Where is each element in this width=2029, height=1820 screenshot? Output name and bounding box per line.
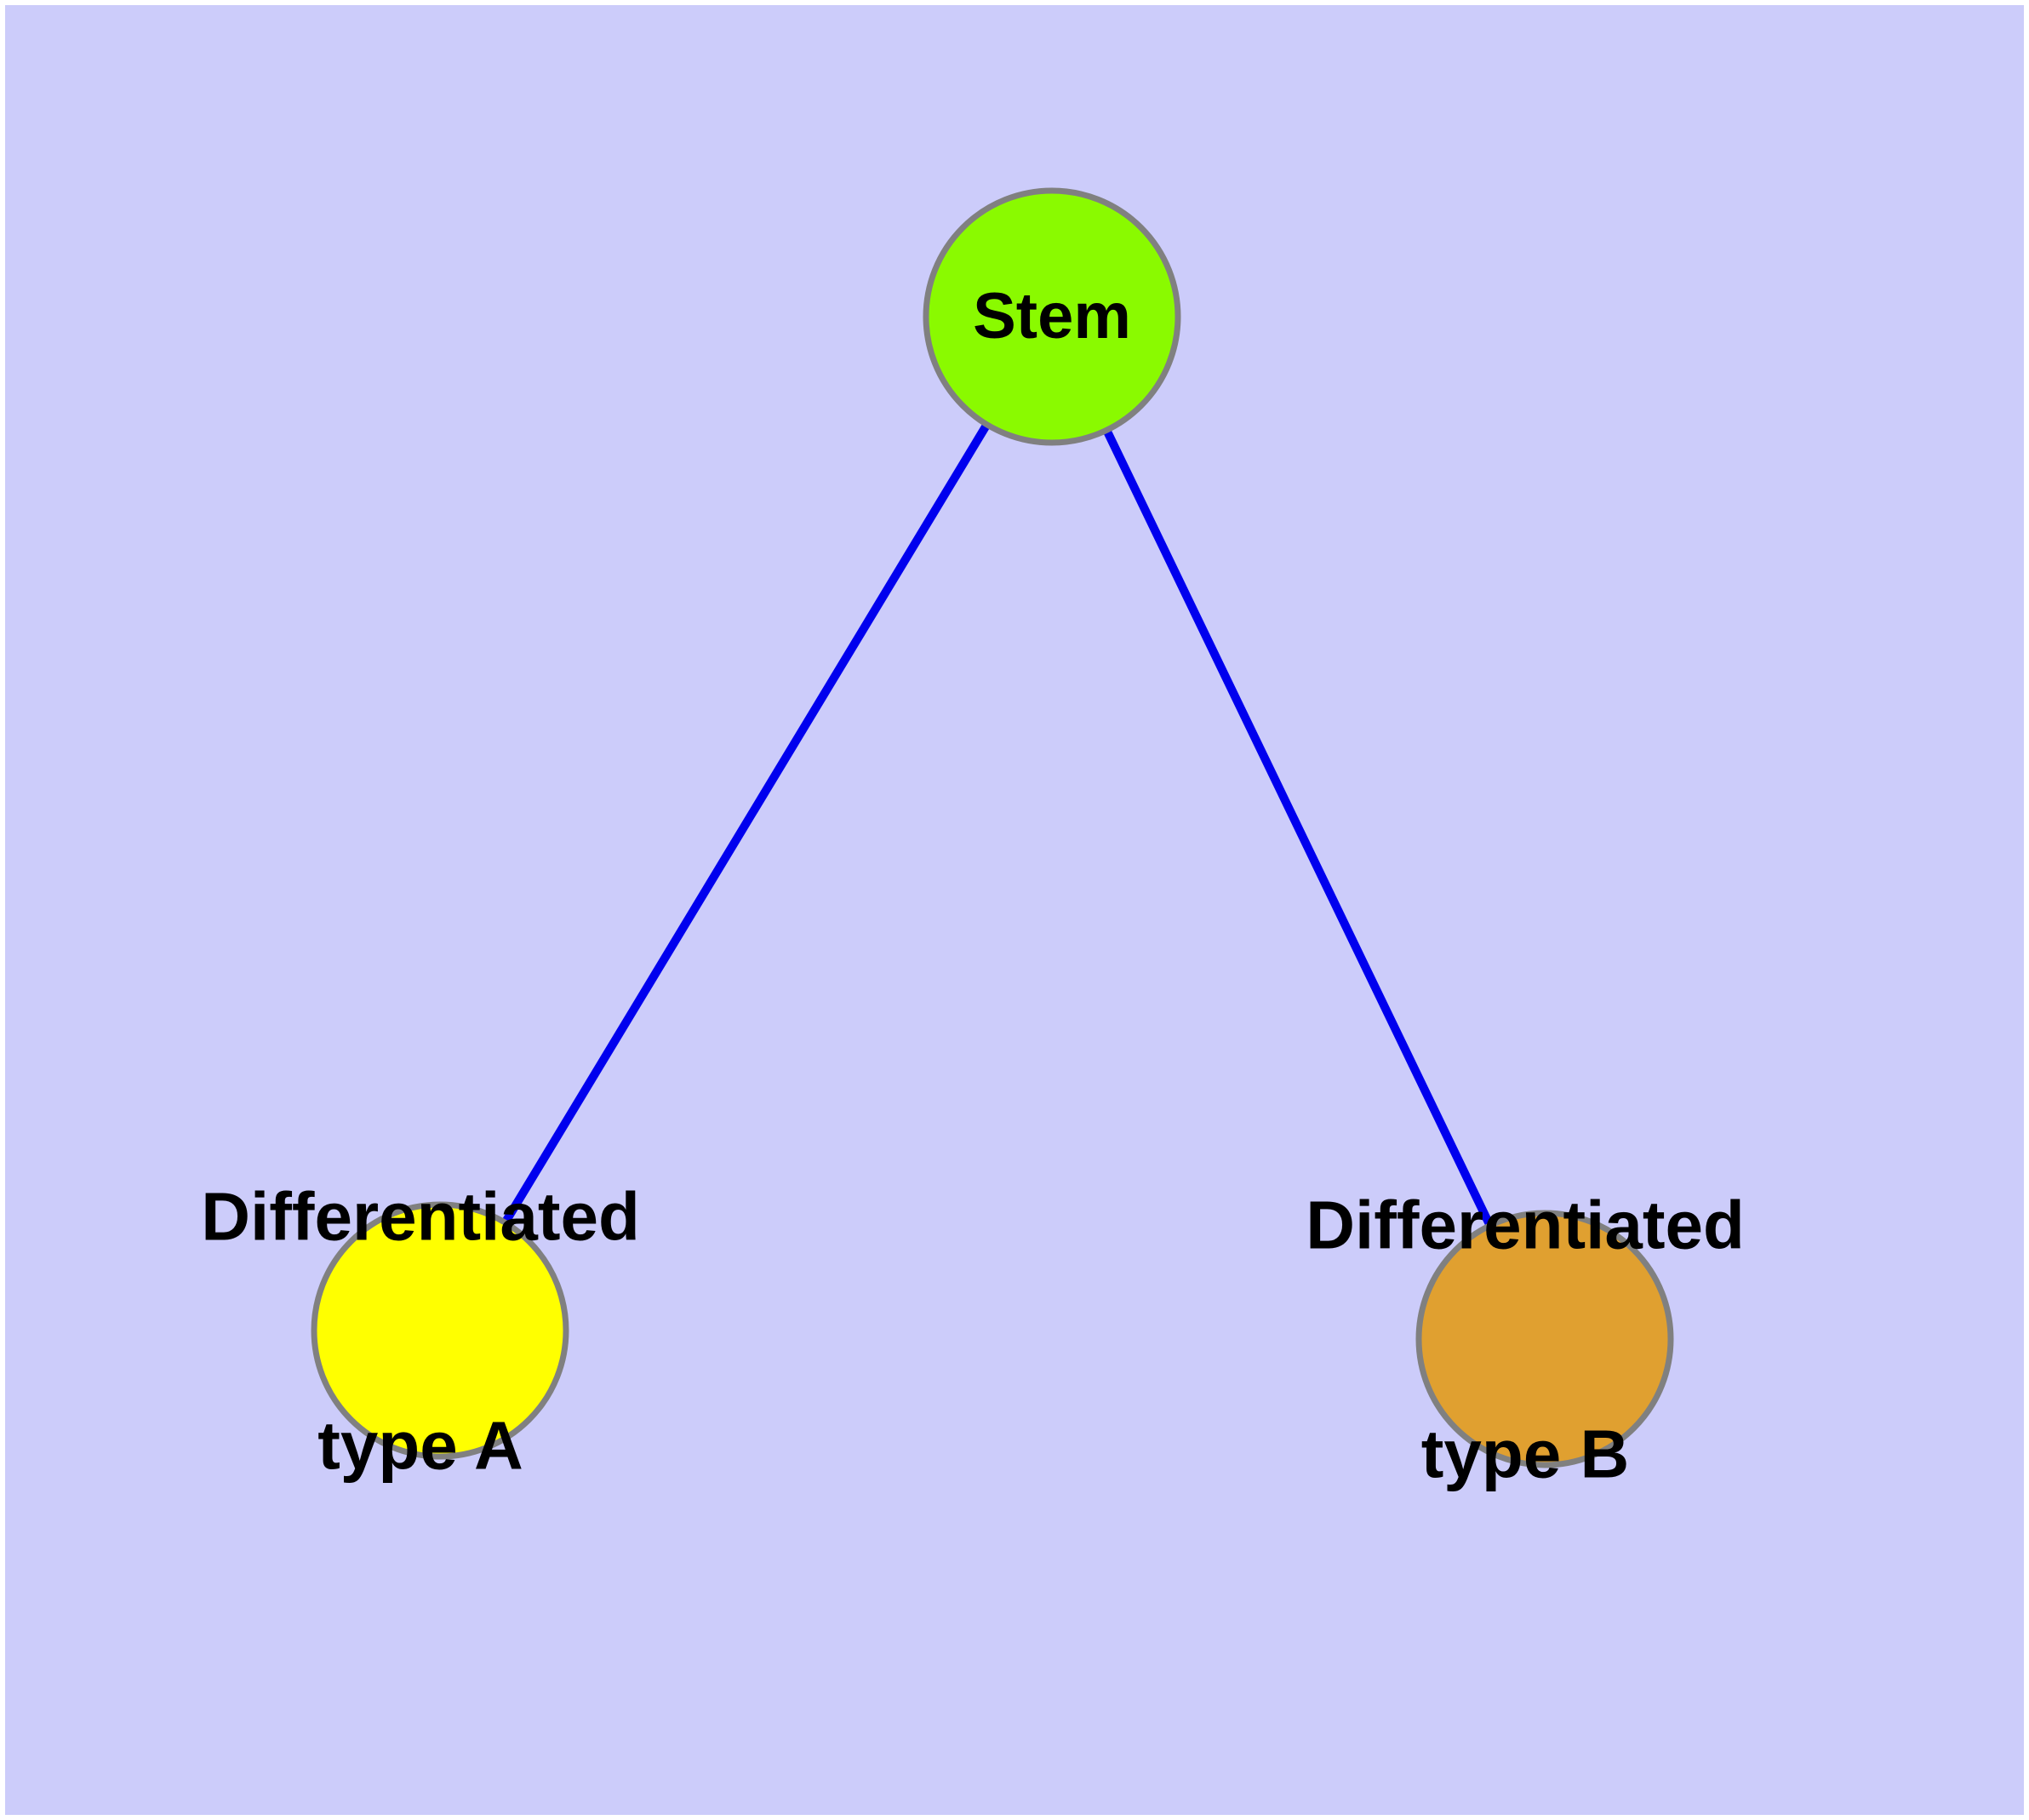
node-layer: [311, 187, 1674, 1468]
edge-layer: [436, 314, 1549, 1342]
node-differentiated-type-b[interactable]: [1415, 1210, 1674, 1468]
edge-stem-to-differentiated-type-a: [436, 314, 1056, 1333]
node-stem[interactable]: [923, 187, 1181, 446]
edge-stem-to-differentiated-type-b: [1048, 314, 1549, 1342]
node-differentiated-type-a[interactable]: [311, 1201, 569, 1460]
